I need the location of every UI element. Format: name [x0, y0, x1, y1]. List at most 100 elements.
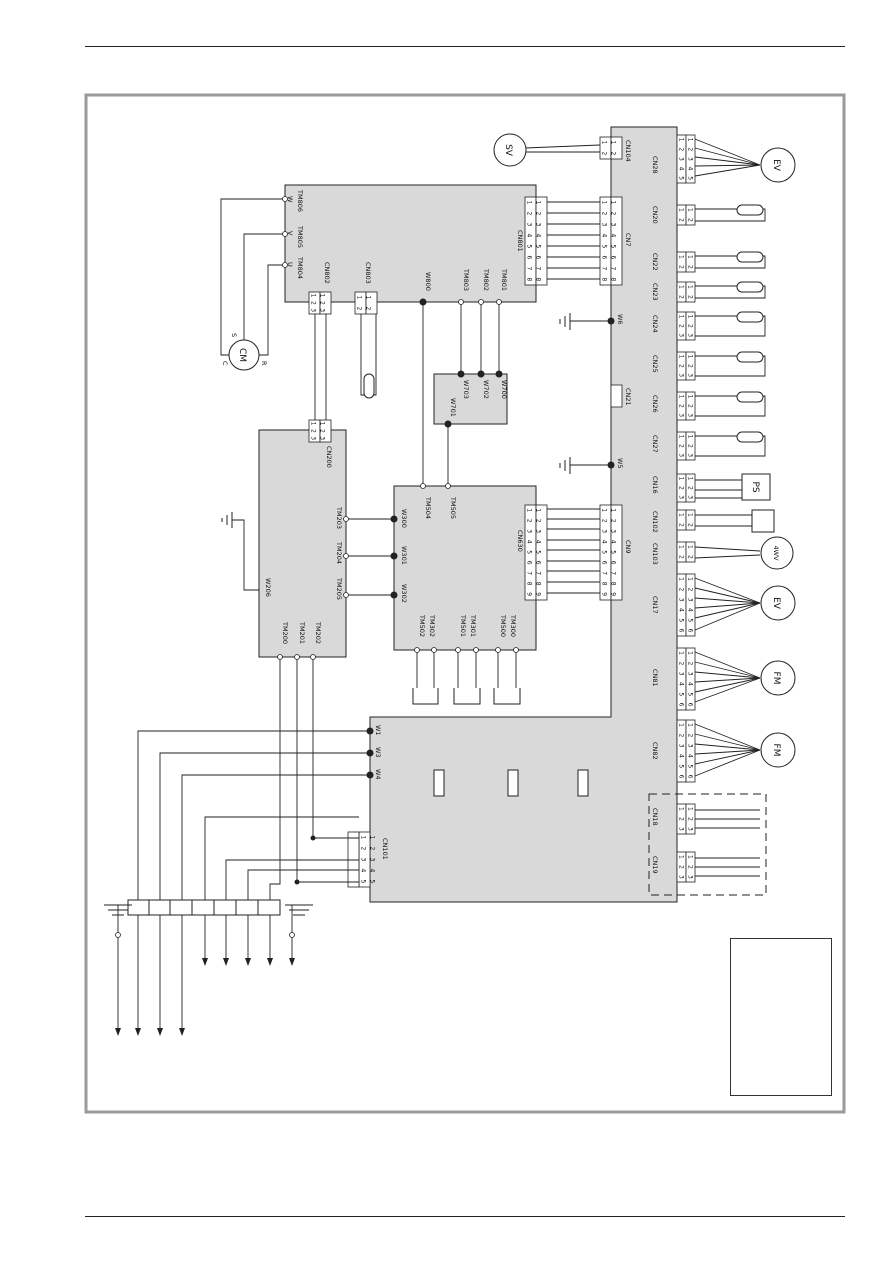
svg-text:2: 2 — [678, 661, 685, 665]
svg-text:CN9: CN9 — [624, 540, 632, 554]
svg-text:3: 3 — [678, 827, 685, 831]
svg-text:5: 5 — [678, 618, 685, 622]
svg-text:4: 4 — [610, 540, 617, 544]
svg-text:8: 8 — [535, 278, 542, 282]
svg-text:2: 2 — [319, 429, 326, 433]
svg-text:2: 2 — [687, 444, 694, 448]
svg-text:1: 1 — [610, 508, 617, 512]
svg-text:4: 4 — [360, 869, 367, 873]
svg-text:8: 8 — [526, 582, 533, 586]
svg-text:1: 1 — [678, 435, 685, 439]
svg-text:1: 1 — [687, 513, 694, 517]
svg-text:CN23: CN23 — [651, 283, 659, 301]
svg-text:2: 2 — [610, 212, 617, 216]
svg-text:1: 1 — [678, 395, 685, 399]
svg-text:6: 6 — [535, 256, 542, 260]
svg-text:TM505: TM505 — [449, 496, 457, 519]
svg-text:3: 3 — [687, 495, 694, 499]
board-connectors — [308, 419, 548, 601]
svg-text:2: 2 — [687, 865, 694, 869]
svg-text:1: 1 — [678, 355, 685, 359]
svg-text:3: 3 — [687, 373, 694, 377]
svg-text:2: 2 — [365, 307, 372, 311]
svg-text:TM806: TM806 — [296, 189, 304, 212]
svg-text:1: 1 — [678, 577, 685, 581]
svg-text:4: 4 — [687, 608, 694, 612]
svg-text:4: 4 — [678, 754, 685, 758]
svg-text:5: 5 — [678, 764, 685, 768]
svg-text:7: 7 — [535, 571, 542, 575]
svg-text:CN102: CN102 — [651, 511, 659, 533]
svg-text:4: 4 — [369, 869, 376, 873]
svg-text:1: 1 — [687, 477, 694, 481]
svg-text:4: 4 — [535, 234, 542, 238]
svg-text:1: 1 — [319, 294, 326, 298]
svg-text:1: 1 — [687, 395, 694, 399]
svg-text:5: 5 — [678, 176, 685, 180]
svg-text:2: 2 — [687, 661, 694, 665]
svg-text:2: 2 — [678, 555, 685, 559]
cm-terminal-s: S — [230, 333, 238, 337]
svg-text:2: 2 — [678, 147, 685, 151]
svg-text:9: 9 — [610, 592, 617, 596]
svg-text:8: 8 — [535, 582, 542, 586]
svg-text:8: 8 — [601, 582, 608, 586]
svg-text:CN22: CN22 — [651, 253, 659, 271]
optional-connector-box — [648, 793, 767, 896]
svg-text:2: 2 — [687, 324, 694, 328]
svg-text:CN17: CN17 — [651, 596, 659, 614]
svg-text:CN803: CN803 — [364, 262, 372, 284]
svg-text:1: 1 — [687, 138, 694, 142]
open-terminals — [115, 196, 519, 938]
svg-text:3: 3 — [687, 453, 694, 457]
svg-text:3: 3 — [526, 529, 533, 533]
svg-text:W: W — [286, 196, 294, 203]
svg-text:1: 1 — [687, 723, 694, 727]
svg-text:6: 6 — [535, 561, 542, 565]
svg-text:W6: W6 — [616, 314, 624, 325]
output-arrows — [115, 958, 295, 1036]
svg-text:3: 3 — [369, 858, 376, 862]
svg-text:CN200: CN200 — [325, 446, 333, 468]
diagram-frame — [84, 93, 846, 1114]
svg-text:3: 3 — [319, 436, 326, 440]
svg-text:5: 5 — [360, 880, 367, 884]
svg-text:W800: W800 — [424, 272, 432, 291]
svg-text:1: 1 — [687, 355, 694, 359]
header-rule — [85, 46, 845, 47]
svg-text:6: 6 — [610, 256, 617, 260]
svg-text:CN101: CN101 — [381, 838, 389, 860]
svg-text:3: 3 — [678, 333, 685, 337]
svg-text:TM801: TM801 — [500, 268, 508, 291]
heater-box — [751, 509, 775, 533]
svg-text:CN104: CN104 — [624, 140, 632, 162]
svg-text:1: 1 — [687, 651, 694, 655]
svg-text:3: 3 — [678, 413, 685, 417]
svg-text:2: 2 — [610, 519, 617, 523]
svg-text:6: 6 — [687, 775, 694, 779]
svg-text:1: 1 — [319, 422, 326, 426]
svg-text:3: 3 — [678, 744, 685, 748]
svg-text:2: 2 — [687, 147, 694, 151]
svg-text:CN26: CN26 — [651, 395, 659, 413]
svg-text:1: 1 — [687, 208, 694, 212]
svg-text:3: 3 — [678, 598, 685, 602]
svg-text:2: 2 — [310, 429, 317, 433]
svg-text:8: 8 — [610, 582, 617, 586]
svg-text:TM501: TM501 — [459, 614, 467, 637]
svg-text:3: 3 — [687, 875, 694, 879]
svg-text:9: 9 — [535, 592, 542, 596]
svg-text:1: 1 — [310, 422, 317, 426]
fm2-label: FM — [771, 744, 781, 757]
filter-board — [258, 429, 347, 658]
svg-text:3: 3 — [687, 157, 694, 161]
svg-text:5: 5 — [678, 692, 685, 696]
svg-text:3: 3 — [687, 827, 694, 831]
earth-symbols — [104, 313, 571, 916]
svg-text:2: 2 — [678, 324, 685, 328]
svg-text:1: 1 — [687, 315, 694, 319]
svg-text:4: 4 — [687, 682, 694, 686]
svg-text:7: 7 — [610, 267, 617, 271]
svg-text:2: 2 — [360, 847, 367, 851]
svg-text:4: 4 — [526, 540, 533, 544]
